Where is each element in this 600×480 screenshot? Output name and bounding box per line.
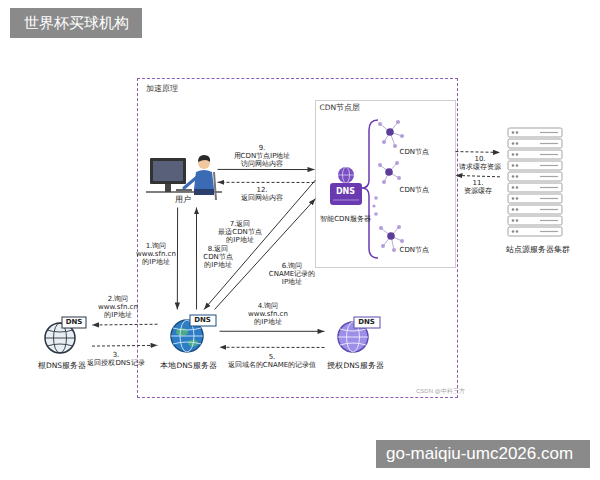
cdn-node: CDN节点 bbox=[378, 120, 436, 158]
watermark-banner: 世界杯买球机构 bbox=[24, 14, 129, 31]
globe-equator bbox=[338, 175, 354, 176]
connector-arrow bbox=[218, 182, 315, 183]
edge-label: 6.询问 CNAME记录的 IP地址 bbox=[269, 262, 315, 286]
icon-badge-text: DNS bbox=[331, 187, 361, 196]
cdn-network-icon bbox=[378, 161, 401, 184]
node-label: 智能CDN服务器 bbox=[312, 215, 380, 223]
icon-badge-text: DNS bbox=[62, 318, 86, 326]
monitor-stand bbox=[165, 184, 171, 192]
connector-arrow bbox=[220, 347, 325, 348]
globe-icon bbox=[45, 317, 86, 353]
layer-box: CDN节点层DNS智能CDN服务器CDN节点CDN节点CDN节点 bbox=[315, 100, 456, 268]
person-torso bbox=[194, 170, 214, 189]
edge-label: 2.询问 www.sfn.cn 的IP地址 bbox=[98, 295, 138, 319]
node-label: 授权DNS服务器 bbox=[321, 362, 391, 371]
monitor bbox=[150, 158, 186, 184]
edge-label: 10.请求缓存资源 bbox=[459, 155, 501, 171]
edge-label: 9.用CDN节点IP地址 访问网站内容 bbox=[234, 144, 291, 168]
icon-badge-text: DNS bbox=[190, 316, 216, 324]
edge-label: 11.资源缓存 bbox=[464, 179, 492, 195]
connector-arrow bbox=[92, 324, 158, 326]
cdn-dns-server: DNS智能CDN服务器 bbox=[316, 165, 376, 227]
edge-label: 5.返回域名的CNAME的记录值 bbox=[228, 353, 316, 369]
dns-server: DNS本地DNS服务器 bbox=[158, 310, 220, 374]
node-label: 本地DNS服务器 bbox=[154, 362, 224, 371]
server-body bbox=[330, 183, 362, 205]
globe-icon bbox=[338, 317, 380, 352]
person-legs bbox=[194, 189, 214, 195]
node-label: CDN节点 bbox=[400, 148, 436, 156]
group-frame: 加速原理CDN节点层DNS智能CDN服务器CDN节点CDN节点CDN节点用户DN… bbox=[137, 78, 458, 398]
node-label: 根DNS服务器 bbox=[28, 362, 96, 371]
edge-label: 12.返回网站内容 bbox=[241, 186, 283, 202]
cdn-node: CDN节点 bbox=[378, 160, 436, 196]
server-rack-stack bbox=[508, 128, 562, 236]
node-label: 用户 bbox=[148, 196, 218, 205]
watermark: CSDN @中科三方 bbox=[416, 388, 465, 395]
bracket bbox=[362, 120, 378, 258]
person-arm bbox=[184, 177, 197, 188]
globe bbox=[338, 167, 354, 183]
node-label: 加速原理 bbox=[146, 84, 206, 93]
node-label: 站点源服务器集群 bbox=[494, 246, 582, 255]
node-label: CDN节点 bbox=[400, 246, 436, 254]
globe-icon bbox=[171, 315, 216, 352]
edge-label: 3.返回授权DNS记录 bbox=[87, 351, 144, 367]
connector-arrow bbox=[218, 169, 315, 170]
connector-arrow bbox=[177, 208, 178, 310]
dot-column bbox=[372, 196, 377, 216]
cdn-node: CDN节点 bbox=[378, 222, 436, 256]
connector-arrow bbox=[456, 175, 501, 176]
connector-arrow bbox=[196, 208, 197, 310]
edge-label: 1.询问 www.sfn.cn 的IP地址 bbox=[136, 242, 176, 266]
monitor-screen bbox=[153, 161, 183, 181]
connector-arrow bbox=[92, 345, 158, 347]
connector-arrow bbox=[456, 151, 501, 153]
node-label: CDN节点 bbox=[400, 186, 436, 194]
chair bbox=[214, 172, 216, 200]
banner-background bbox=[376, 440, 590, 468]
banner-background bbox=[10, 8, 142, 38]
edge-label: 4.询问 www.sfn.cn 的IP地址 bbox=[248, 302, 288, 326]
server-cluster: 站点源服务器集群 bbox=[500, 126, 576, 258]
person-hair bbox=[198, 155, 210, 162]
watermark-banner: go-maiqiu-umc2026.com bbox=[386, 444, 573, 464]
edge-label: 8.返回 CDN节点 的IP地址 bbox=[203, 245, 233, 269]
cdn-network-icon bbox=[378, 120, 404, 148]
dns-server: DNS授权DNS服务器 bbox=[325, 312, 387, 374]
connector-arrow bbox=[204, 180, 316, 310]
connector-arrow bbox=[220, 331, 325, 332]
user-illustration bbox=[146, 155, 222, 200]
server-slot bbox=[333, 200, 359, 201]
edge-label: 7.返回 最适CDN节点 的IP地址 bbox=[218, 220, 262, 244]
icon-badge-text: DNS bbox=[354, 318, 380, 326]
user-node: 用户 bbox=[148, 152, 218, 208]
dns-server: DNS根DNS服务器 bbox=[32, 312, 92, 374]
smart-cdn-icon bbox=[330, 167, 362, 205]
node-label: CDN节点层 bbox=[320, 104, 380, 113]
